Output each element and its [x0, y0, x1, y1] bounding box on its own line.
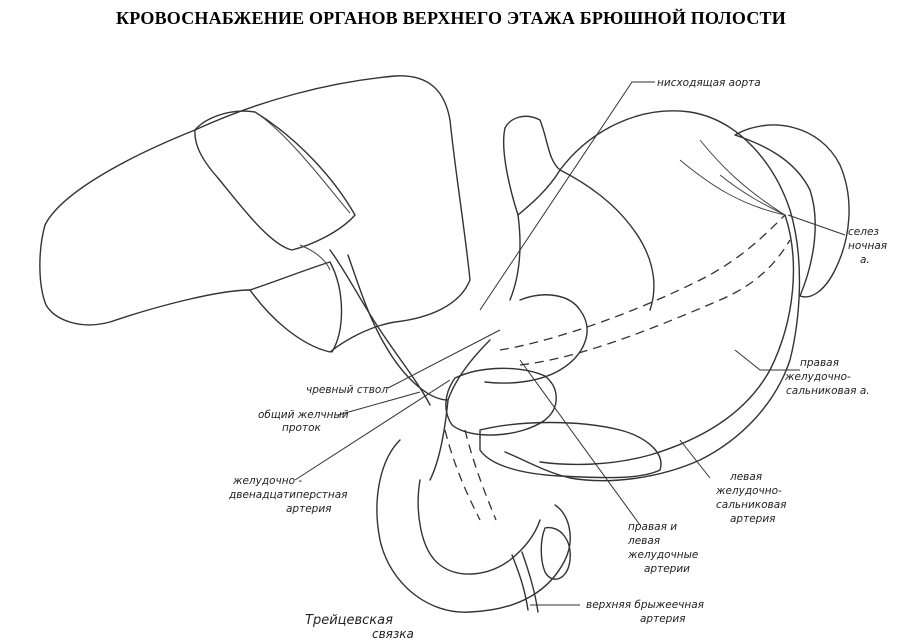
label-gastric-4: артерии	[644, 563, 690, 575]
diagram-title: КРОВОСНАБЖЕНИЕ ОРГАНОВ ВЕРХНЕГО ЭТАЖА БР…	[116, 8, 786, 28]
pancreas-outline	[479, 421, 662, 479]
label-right-gastroepiploic-1: правая	[800, 357, 839, 369]
splenic-artery-2	[519, 239, 791, 366]
gastroepiploic-arcade	[539, 214, 795, 466]
splenic-artery	[499, 214, 786, 351]
label-splenic-2: ночная	[848, 240, 887, 252]
leader-bile-duct	[337, 391, 421, 416]
liver-outline	[39, 75, 471, 353]
flexure-outline	[540, 526, 571, 580]
label-superior-mesenteric-1: верхняя брыжеечная	[586, 599, 704, 611]
stomach-outline	[504, 110, 801, 482]
leader-gastroduodenal	[294, 379, 451, 481]
aorta-tube	[504, 115, 561, 216]
label-left-gastroepiploic-2: желудочно-	[715, 485, 782, 497]
label-left-gastroepiploic-3: сальниковая	[716, 499, 787, 511]
common-bile-duct	[329, 249, 431, 406]
gastroduodenal-artery	[429, 399, 449, 481]
liver-lower-lobe	[249, 261, 343, 353]
label-gastric-3: желудочные	[627, 549, 698, 561]
label-gastroduodenal-3: артерия	[286, 503, 331, 515]
aorta-tube-right	[502, 127, 521, 301]
leader-right-gastroepiploic	[734, 349, 800, 371]
label-celiac-trunk: чревный ствол	[306, 384, 388, 396]
label-descending-aorta: нисходящая аорта	[657, 77, 761, 89]
label-treitz-1: Трейцевская	[305, 613, 393, 628]
label-bile-duct-2: проток	[282, 422, 321, 434]
leader-splenic	[787, 214, 846, 236]
leader-left-gastroepiploic	[679, 439, 711, 479]
duodenum-loop	[376, 439, 571, 613]
label-gastroduodenal-2: двенадцатиперстная	[228, 489, 347, 501]
label-gastric-1: правая и	[628, 521, 677, 533]
label-gastroduodenal-1: желудочно -	[232, 475, 302, 487]
short-gastric-vessels	[679, 139, 786, 216]
hepatic-artery	[347, 254, 449, 401]
label-bile-duct-1: общий желчный	[258, 409, 349, 421]
label-treitz-2: связка	[372, 627, 414, 640]
spleen-outline	[734, 124, 850, 298]
label-splenic-1: селез	[848, 226, 879, 238]
label-left-gastroepiploic-4: артерия	[730, 513, 775, 525]
label-superior-mesenteric-2: артерия	[640, 613, 685, 625]
leader-gastric-arteries	[519, 359, 641, 526]
label-splenic-3: а.	[860, 254, 870, 266]
label-gastric-2: левая	[627, 535, 660, 547]
gallbladder-outline	[194, 110, 356, 251]
leader-celiac	[387, 329, 501, 389]
liver-lobe-line	[254, 111, 351, 214]
pancreatic-dashed	[444, 429, 481, 521]
superior-mesenteric-artery	[511, 551, 539, 613]
label-right-gastroepiploic-2: желудочно-	[784, 371, 851, 383]
duodenum-inner	[417, 479, 541, 575]
label-left-gastroepiploic-1: левая	[729, 471, 762, 483]
stomach-greater-curvature	[559, 169, 655, 311]
stomach-lesser-curvature	[484, 294, 588, 384]
duodenum-outline	[445, 367, 557, 436]
label-right-gastroepiploic-3: сальниковая а.	[786, 385, 870, 397]
cystic-duct	[299, 244, 331, 271]
celiac-trunk	[447, 339, 491, 401]
leader-descending-aorta	[479, 81, 655, 311]
